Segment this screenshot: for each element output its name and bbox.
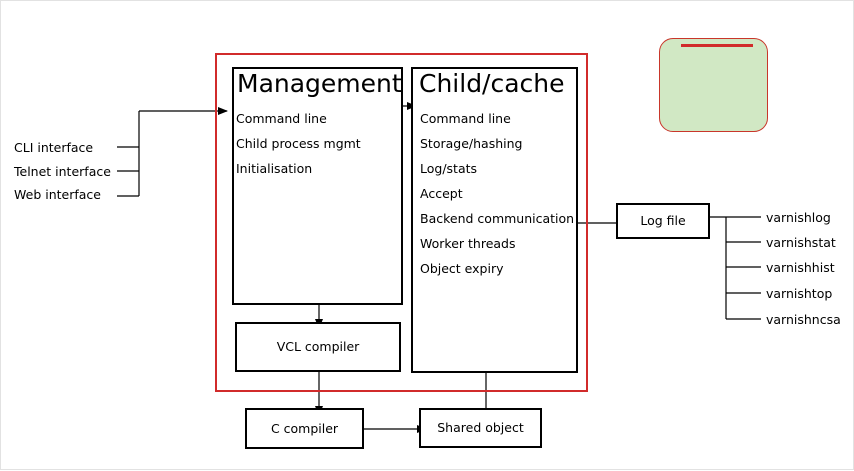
child-cache-title: Child/cache <box>419 69 565 98</box>
shared-object-label: Shared object <box>437 420 524 435</box>
log-file-box <box>616 203 710 239</box>
c-compiler-box <box>245 408 364 449</box>
log-file-label: Log file <box>640 213 686 228</box>
tool-varnishstat: varnishstat <box>766 235 836 250</box>
legend-box <box>659 38 768 132</box>
child-item-log-stats: Log/stats <box>420 161 478 176</box>
child-item-accept: Accept <box>420 186 463 201</box>
web-interface-label: Web interface <box>14 187 101 202</box>
management-title: Management <box>237 69 402 98</box>
tool-varnishncsa: varnishncsa <box>766 312 841 327</box>
varnish-process-frame <box>215 53 588 392</box>
management-box <box>232 67 403 305</box>
child-item-storage-hashing: Storage/hashing <box>420 136 523 151</box>
tool-varnishhist: varnishhist <box>766 260 835 275</box>
telnet-interface-label: Telnet interface <box>14 164 111 179</box>
child-item-command-line: Command line <box>420 111 511 126</box>
legend-bar <box>681 44 753 47</box>
c-compiler-label: C compiler <box>270 421 339 436</box>
child-item-worker-threads: Worker threads <box>420 236 516 251</box>
management-item-command-line: Command line <box>236 111 327 126</box>
management-item-child-process: Child process mgmt <box>236 136 361 151</box>
interface-connector <box>117 107 228 197</box>
child-item-object-expiry: Object expiry <box>420 261 504 276</box>
management-item-initialisation: Initialisation <box>236 161 313 176</box>
shared-object-box <box>419 408 542 448</box>
vcl-compiler-label: VCL compiler <box>276 339 360 354</box>
cli-interface-label: CLI interface <box>14 140 94 155</box>
vcl-compiler-box <box>235 322 401 372</box>
tool-varnishtop: varnishtop <box>766 286 833 301</box>
child-cache-box <box>411 67 578 373</box>
child-item-backend-communication: Backend communication <box>420 211 575 226</box>
tool-varnishlog: varnishlog <box>766 210 831 225</box>
